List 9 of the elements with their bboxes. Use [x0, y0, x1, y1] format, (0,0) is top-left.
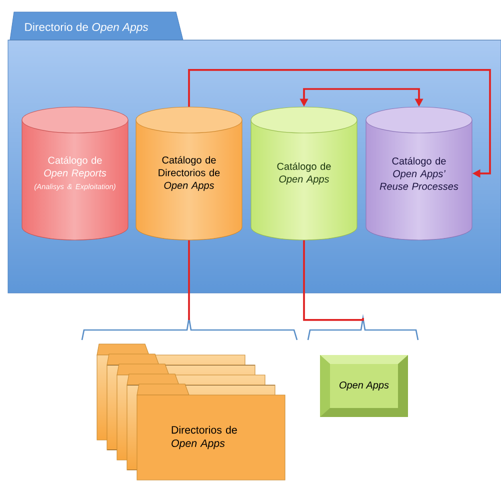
cylinder: Catálogo de Open Apps’ Reuse Processes	[366, 106, 472, 240]
connector-line	[188, 69, 491, 178]
cylinder: Catálogo de Open Apps	[250, 106, 358, 240]
cylinder: Catálogo de Directorios de Open Apps	[136, 106, 242, 240]
node-label: Directorio de Open Apps	[25, 22, 148, 34]
folder-stack: Directorios de Open Apps	[81, 314, 298, 480]
connector-line	[188, 240, 190, 321]
connector-line	[303, 240, 364, 321]
bevel-box: Open Apps	[307, 314, 419, 417]
